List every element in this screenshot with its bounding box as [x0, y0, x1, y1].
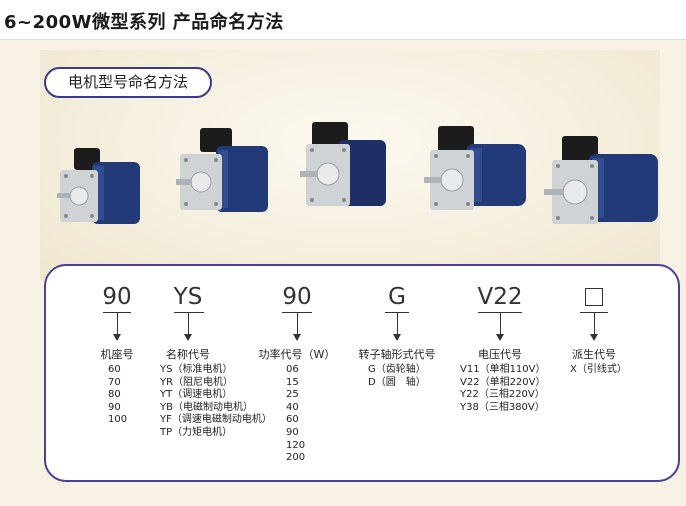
option-item: 100 — [108, 414, 128, 426]
option-item: 70 — [108, 376, 121, 388]
motor-image-4 — [424, 126, 526, 210]
option-item: YS（标准电机） — [160, 364, 233, 375]
option-item: YT（调速电机） — [160, 389, 233, 401]
header-bar: 6~200W微型系列 产品命名方法 — [0, 0, 686, 40]
code-label: 功率代号（W） — [258, 348, 336, 361]
option-item: Y38（三相380V） — [460, 401, 545, 413]
motor-image-3 — [300, 122, 386, 206]
option-item: 80 — [108, 389, 121, 401]
option-item: V22（单相220V） — [460, 376, 546, 388]
naming-panel: 90 机座号 60 70 80 90 100 YS 名称代号 YS（标准电机） … — [44, 264, 680, 482]
code-connector — [117, 312, 118, 336]
code-connector — [397, 312, 398, 336]
arrow-down-icon — [293, 334, 301, 341]
option-item: Y22（三相220V） — [460, 389, 545, 401]
code-label: 机座号 — [100, 348, 134, 361]
option-item: X（引线式） — [570, 364, 627, 375]
code-value: YS — [173, 284, 203, 310]
code-options: V11（单相110V） V22（单相220V） Y22（三相220V） Y38（… — [460, 364, 546, 414]
code-options: 60 70 80 90 100 — [108, 364, 127, 427]
arrow-down-icon — [393, 334, 401, 341]
arrow-down-icon — [184, 334, 192, 341]
option-item: YR（阻尼电机） — [160, 376, 234, 388]
code-label: 名称代号 — [166, 348, 210, 361]
code-label: 转子轴形式代号 — [358, 348, 436, 361]
arrow-down-icon — [113, 334, 121, 341]
option-item: YF（调速电磁制动电机） — [160, 414, 272, 426]
code-options: YS（标准电机） YR（阻尼电机） YT（调速电机） YB（电磁制动电机） YF… — [160, 364, 272, 440]
code-connector — [594, 312, 595, 336]
option-item: 120 — [286, 439, 306, 451]
option-item: 60 — [108, 364, 121, 375]
code-value: 90 — [102, 284, 132, 310]
option-item: 25 — [286, 389, 299, 401]
motor-image-5 — [544, 136, 658, 224]
header-divider — [0, 39, 686, 40]
code-options: 06 15 25 40 60 90 120 200 — [286, 364, 305, 465]
code-connector — [500, 312, 501, 336]
placeholder-box-icon — [585, 288, 603, 306]
arrow-down-icon — [590, 334, 598, 341]
option-item: 200 — [286, 452, 306, 464]
option-item: 15 — [286, 376, 299, 388]
option-item: V11（单相110V） — [460, 364, 546, 375]
option-item: YB（电磁制动电机） — [160, 401, 253, 413]
arrow-down-icon — [496, 334, 504, 341]
code-underline — [174, 312, 204, 313]
option-item: 40 — [286, 401, 299, 413]
code-options: X（引线式） — [570, 364, 627, 377]
option-item: G（齿轮轴） — [368, 364, 426, 375]
code-label: 电压代号 — [478, 348, 522, 361]
option-item: D（圆 轴） — [368, 376, 426, 388]
page-title: 6~200W微型系列 产品命名方法 — [4, 12, 284, 33]
option-item: 90 — [286, 426, 299, 438]
code-value: 90 — [282, 284, 312, 310]
option-item: TP（力矩电机） — [160, 426, 233, 438]
option-item: 06 — [286, 364, 299, 375]
code-value: V22 — [477, 284, 523, 310]
code-label: 派生代号 — [572, 348, 616, 361]
code-options: G（齿轮轴） D（圆 轴） — [368, 364, 426, 389]
code-connector — [297, 312, 298, 336]
option-item: 90 — [108, 401, 121, 413]
code-connector — [188, 312, 189, 336]
code-value: G — [388, 284, 406, 310]
option-item: 60 — [286, 414, 299, 426]
motor-image-1 — [57, 148, 140, 224]
motor-image-2 — [176, 128, 268, 212]
section-title-pill: 电机型号命名方法 — [44, 67, 212, 98]
